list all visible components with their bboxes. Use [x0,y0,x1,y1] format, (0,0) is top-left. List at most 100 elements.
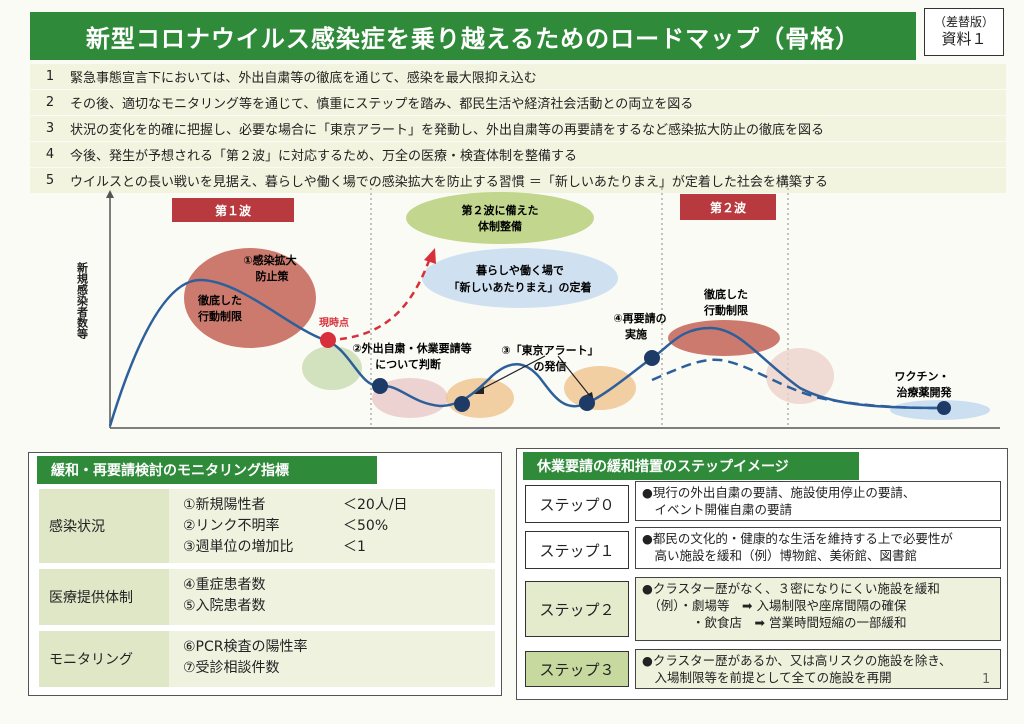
step-description-line: イベント開催自粛の要請 [642,502,793,517]
step-0-description: ●現行の外出自粛の要請、施設使用停止の要請、 イベント開催自粛の要請 [635,481,1001,521]
wave2-prep-line2: 体制整備 [478,219,522,233]
monitoring-panel-title: 緩和・再要請検討のモニタリング指標 [51,463,289,479]
measure2-line1: ②外出自粛・休業要請等 [352,341,471,355]
judgement-point-marker [372,378,388,394]
alert-arrowhead-icon [474,386,484,394]
step-description-line: （例）・劇場等 ➡ 入場制限や座席間隔の確保 [642,598,907,613]
list-item: ①新規陽性者 ＜20人/日 [183,495,495,516]
wave1-label: 第１波 [215,203,252,218]
monitoring-category: モニタリング [39,631,169,687]
point-number: 1 [45,69,55,84]
new-normal-ellipse [422,248,618,308]
list-item: ⑦受診相談件数 [183,658,495,679]
monitoring-row-medical: 医療提供体制 ④重症患者数 ⑤入院患者数 [39,569,495,625]
new-normal-line2: 「新しいあたりまえ」の定着 [449,280,592,294]
measure2-line2: について判断 [375,357,441,371]
vaccine-line1: ワクチン・ [895,370,950,383]
monitoring-items: ⑥PCR検査の陽性率 ⑦受診相談件数 [169,631,495,687]
point-text: ウイルスとの長い戦いを見据え、暮らしや働く場での感染拡大を防止する習慣 ＝「新し… [70,175,828,190]
monitoring-panel: 緩和・再要請検討のモニタリング指標 感染状況 ①新規陽性者 ＜20人/日 ②リン… [28,452,502,696]
indicator-threshold: ＜20人/日 [343,497,408,513]
wave2-prep-line1: 第２波に備えた [462,203,539,217]
step-1-description: ●都民の文化的・健康的な生活を維持する上で必要性が 高い施設を緩和（例）博物館、… [635,527,1001,569]
strict-behavior2-line1: 徹底した [703,287,748,301]
step-1-label: ステップ１ [525,531,629,569]
roadmap-diagram: 新規感染者数等 第１波 第２波 第２波に備えた 体制整備 暮らしや働く場で 「新… [60,188,1006,450]
new-normal-line1: 暮らしや働く場で [475,263,564,277]
list-item: 1 緊急事態宣言下においては、外出自粛等の徹底を通じて、感染を最大限抑え込む [30,64,1006,90]
indicator-name: ①新規陽性者 [183,497,266,513]
indicator-name: ⑤入院患者数 [183,598,266,614]
indicator-name: ⑥PCR検査の陽性率 [183,639,308,655]
measure4-line1: ④再要請の [613,311,666,325]
list-item: 3 状況の変化を的確に把握し、必要な場合に「東京アラート」を発動し、外出自粛等の… [30,116,1006,142]
alert-blob [564,366,636,410]
strict-behavior-line2: 行動制限 [197,309,242,323]
alert-arrow [557,355,591,397]
point-number: 5 [45,173,55,188]
measure4-line2: 実施 [625,327,647,341]
measure3-line2: の発信 [534,359,567,373]
measure1-line1: ①感染拡大 [243,253,296,267]
spread-arrowhead-icon [424,248,436,264]
step-description-line: 入場制限等を前提として全ての施設を再開 [642,670,892,685]
page-title-text: 新型コロナウイルス感染症を乗り越えるためのロードマップ（骨格） [85,24,861,53]
alert-point-marker [454,396,470,412]
list-item: ④重症患者数 [183,575,495,596]
indicator-threshold: ＜50% [343,518,389,534]
step-2-description: ●クラスター歴がなく、３密になりにくい施設を緩和 （例）・劇場等 ➡ 入場制限や… [635,577,1001,641]
step-3-description: ●クラスター歴があるか、又は高リスクの施設を除き、 入場制限等を前提として全ての… [635,649,1001,689]
wave2-box [680,194,776,220]
step-2-label: ステップ２ [525,581,629,637]
alert-blob [446,378,514,418]
monitoring-row-monitoring: モニタリング ⑥PCR検査の陽性率 ⑦受診相談件数 [39,631,495,687]
wave2-prep-ellipse [406,192,594,244]
indicator-name: ③週単位の増加比 [183,539,294,555]
spread-scenario-arrow [327,257,432,342]
monitoring-category: 医療提供体制 [39,569,169,625]
list-item: ③週単位の増加比 ＜1 [183,537,495,558]
point-text: その後、適切なモニタリング等を通じて、慎重にステップを踏み、都民生活や経済社会活… [70,97,694,112]
point-text: 状況の変化を的確に把握し、必要な場合に「東京アラート」を発動し、外出自粛等の再要… [70,123,825,138]
current-point-marker [320,332,336,348]
monitoring-items: ①新規陽性者 ＜20人/日 ②リンク不明率 ＜50% ③週単位の増加比 ＜1 [169,489,495,563]
list-item: 4 今後、発生が予想される「第２波」に対応するため、万全の医療・検査体制を整備す… [30,142,1006,168]
wave1-box [172,198,294,222]
point-number: 4 [45,147,55,162]
document-label-number: 資料１ [941,30,987,49]
list-item: ⑥PCR検査の陽性率 [183,637,495,658]
mitigated-curve [651,358,941,410]
alert-arrow [479,355,546,391]
y-axis-label: 新規感染者数等 [76,261,90,340]
infection-curve [108,278,941,427]
key-points-list: 1 緊急事態宣言下においては、外出自粛等の徹底を通じて、感染を最大限抑え込む 2… [30,64,1006,194]
restriction2-blob [766,348,834,404]
steps-panel-header: 休業要請の緩和措置のステップイメージ [523,452,859,480]
y-axis-arrow-icon [106,190,114,198]
monitoring-category: 感染状況 [39,489,169,563]
measure3-line1: ③「東京アラート」 [501,343,598,357]
monitoring-row-infection: 感染状況 ①新規陽性者 ＜20人/日 ②リンク不明率 ＜50% ③週単位の増加比… [39,489,495,563]
steps-panel-title: 休業要請の緩和措置のステップイメージ [537,459,789,475]
step-description-line: 高い施設を緩和（例）博物館、美術館、図書館 [642,548,918,563]
step-0-label: ステップ０ [525,485,629,523]
step-description-line: ●クラスター歴があるか、又は高リスクの施設を除き、 [642,653,952,668]
current-point-label: 現時点 [319,316,349,329]
indicator-name: ②リンク不明率 [183,518,280,534]
point-text: 緊急事態宣言下においては、外出自粛等の徹底を通じて、感染を最大限抑え込む [70,71,537,86]
list-item: 2 その後、適切なモニタリング等を通じて、慎重にステップを踏み、都民生活や経済社… [30,90,1006,116]
step-description-line: ・飲食店 ➡ 営業時間短縮の一部緩和 [642,615,907,630]
indicator-name: ④重症患者数 [183,577,266,593]
steps-panel: 休業要請の緩和措置のステップイメージ ステップ０ ●現行の外出自粛の要請、施設使… [516,448,1008,700]
document-label-revision: （差替版） [933,15,994,30]
strict-behavior-line1: 徹底した [197,293,242,307]
vaccine-line2: 治療薬開発 [897,385,953,399]
step-description-line: ●都民の文化的・健康的な生活を維持する上で必要性が [642,531,953,546]
page-number: 1 [982,672,991,687]
monitoring-panel-header: 緩和・再要請検討のモニタリング指標 [37,456,377,484]
page-title: 新型コロナウイルス感染症を乗り越えるためのロードマップ（骨格） [30,12,916,60]
roadmap-svg: 新規感染者数等 第１波 第２波 第２波に備えた 体制整備 暮らしや働く場で 「新… [76,188,1000,429]
strict-behavior2-line2: 行動制限 [703,303,748,317]
restriction2-blob [668,320,780,356]
point-text: 今後、発生が予想される「第２波」に対応するため、万全の医療・検査体制を整備する [70,149,578,164]
